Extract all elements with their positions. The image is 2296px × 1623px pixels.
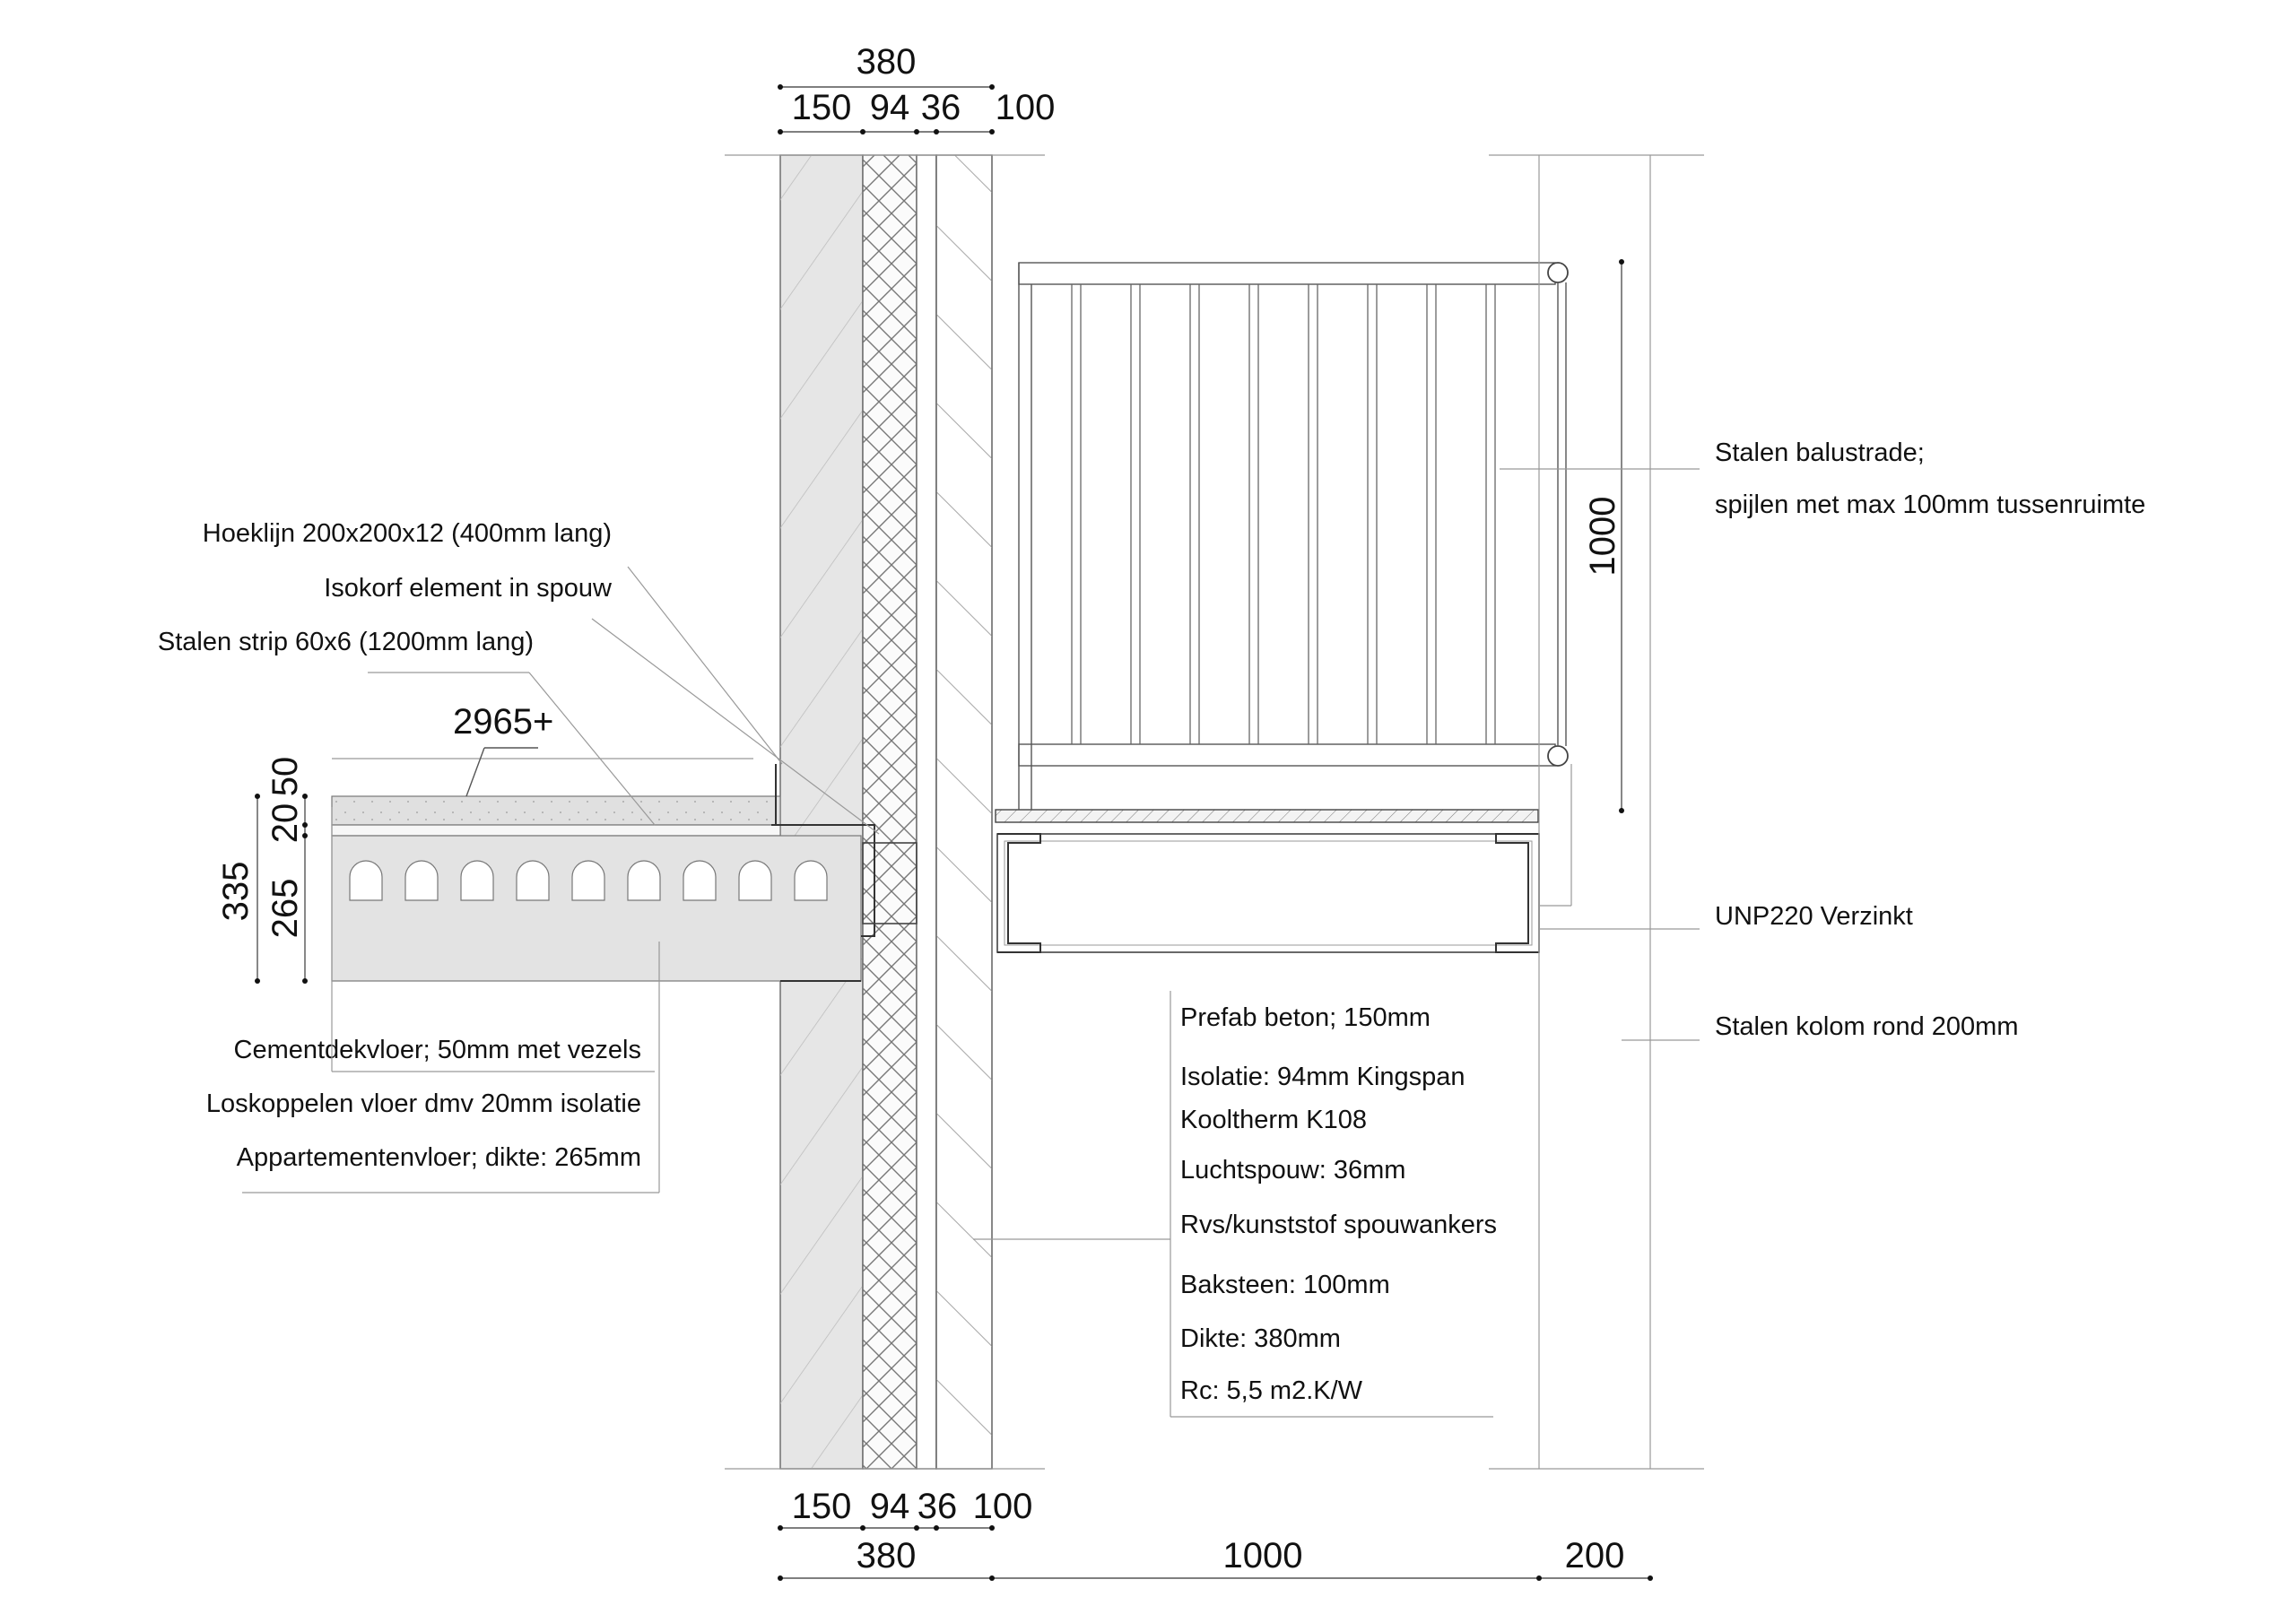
dim-bottom-cavity: 36 xyxy=(918,1487,958,1526)
dim-top-cavity: 36 xyxy=(921,88,961,127)
dim-top-brick: 100 xyxy=(996,88,1056,127)
dim-railing-height: 1000 xyxy=(1583,497,1622,577)
hollow-core-void xyxy=(571,860,605,901)
steel-balustrade xyxy=(1018,262,1556,810)
label-column: Stalen kolom rond 200mm xyxy=(1715,1012,2019,1041)
balcony xyxy=(995,154,1704,1470)
wall-spec-block: Prefab beton; 150mm Isolatie: 94mm Kings… xyxy=(973,991,1497,1418)
spec-concrete: Prefab beton; 150mm xyxy=(1180,1003,1431,1032)
labels-right: Stalen balustrade; spijlen met max 100mm… xyxy=(1500,438,2145,1041)
label-steel-strip: Stalen strip 60x6 (1200mm lang) xyxy=(158,628,534,656)
dim-top-concrete: 150 xyxy=(792,88,852,127)
dim-bottom-column: 200 xyxy=(1565,1536,1625,1575)
label-separation: Loskoppelen vloer dmv 20mm isolatie xyxy=(206,1089,641,1118)
dim-bottom-wall-total: 380 xyxy=(857,1536,917,1575)
spec-thickness: Dikte: 380mm xyxy=(1180,1324,1341,1353)
brick-hatch xyxy=(936,155,992,1469)
dim-bottom-concrete: 150 xyxy=(792,1487,852,1526)
hollow-core-void xyxy=(404,860,439,901)
hollow-core-voids xyxy=(349,860,828,901)
screed-layer xyxy=(331,795,781,826)
hollow-core-void xyxy=(794,860,828,901)
isokorf-element xyxy=(862,842,918,924)
floor-slab xyxy=(331,758,918,982)
floor-level-label: 2965+ xyxy=(453,702,553,742)
dim-top-total: 380 xyxy=(857,42,917,82)
dim-floor-screed: 50 xyxy=(265,757,305,797)
balcony-deck xyxy=(995,809,1539,823)
label-screed: Cementdekvloer; 50mm met vezels xyxy=(234,1036,642,1064)
label-balustrade-2: spijlen met max 100mm tussenruimte xyxy=(1715,490,2145,519)
label-isokorf: Isokorf element in spouw xyxy=(324,574,613,603)
dimension-top: 380 150 94 36 100 xyxy=(778,42,1055,135)
hollow-core-void xyxy=(349,860,383,901)
dim-bottom-brick: 100 xyxy=(973,1487,1033,1526)
labels-left-top: Hoeklijn 200x200x12 (400mm lang) Isokorf… xyxy=(158,519,880,835)
insulation-hatch xyxy=(863,155,917,1469)
dim-floor-slab: 265 xyxy=(265,879,305,939)
unp-beam xyxy=(996,833,1540,953)
wall-section xyxy=(725,154,1045,1470)
dimension-floor: 335 50 20 265 2965+ xyxy=(216,702,553,984)
air-cavity xyxy=(916,154,937,1470)
hollow-core-void xyxy=(738,860,772,901)
label-balustrade-1: Stalen balustrade; xyxy=(1715,438,1925,467)
dim-top-insulation: 94 xyxy=(870,88,910,127)
labels-left-bottom: Cementdekvloer; 50mm met vezels Loskoppe… xyxy=(206,807,660,1193)
separation-insulation-layer xyxy=(331,824,781,837)
hollow-core-void xyxy=(627,860,661,901)
dim-floor-total: 335 xyxy=(216,862,256,922)
spec-cavity: Luchtspouw: 36mm xyxy=(1180,1156,1405,1185)
hollow-core-slab xyxy=(331,835,862,982)
railing-bottom-node xyxy=(1547,745,1569,767)
dimension-bottom: 150 94 36 100 380 1000 200 xyxy=(778,1487,1653,1581)
hollow-core-void xyxy=(460,860,494,901)
dim-bottom-balcony: 1000 xyxy=(1223,1536,1303,1575)
dimension-railing: 1000 xyxy=(1583,259,1624,813)
dim-bottom-insulation: 94 xyxy=(870,1487,910,1526)
spec-anchors: Rvs/kunststof spouwankers xyxy=(1180,1211,1497,1239)
spec-brick: Baksteen: 100mm xyxy=(1180,1271,1390,1299)
label-slab: Appartementenvloer; dikte: 265mm xyxy=(237,1143,641,1172)
label-angle: Hoeklijn 200x200x12 (400mm lang) xyxy=(203,519,612,548)
spec-insulation: Isolatie: 94mm Kingspan xyxy=(1180,1063,1465,1091)
dim-floor-separation: 20 xyxy=(265,803,305,844)
railing-top-node xyxy=(1547,262,1569,283)
hollow-core-void xyxy=(683,860,717,901)
spec-rc: Rc: 5,5 m2.K/W xyxy=(1180,1376,1363,1405)
hollow-core-void xyxy=(516,860,550,901)
spec-insulation-product: Kooltherm K108 xyxy=(1180,1106,1367,1134)
label-unp: UNP220 Verzinkt xyxy=(1715,902,1913,931)
steel-strip xyxy=(771,824,875,937)
